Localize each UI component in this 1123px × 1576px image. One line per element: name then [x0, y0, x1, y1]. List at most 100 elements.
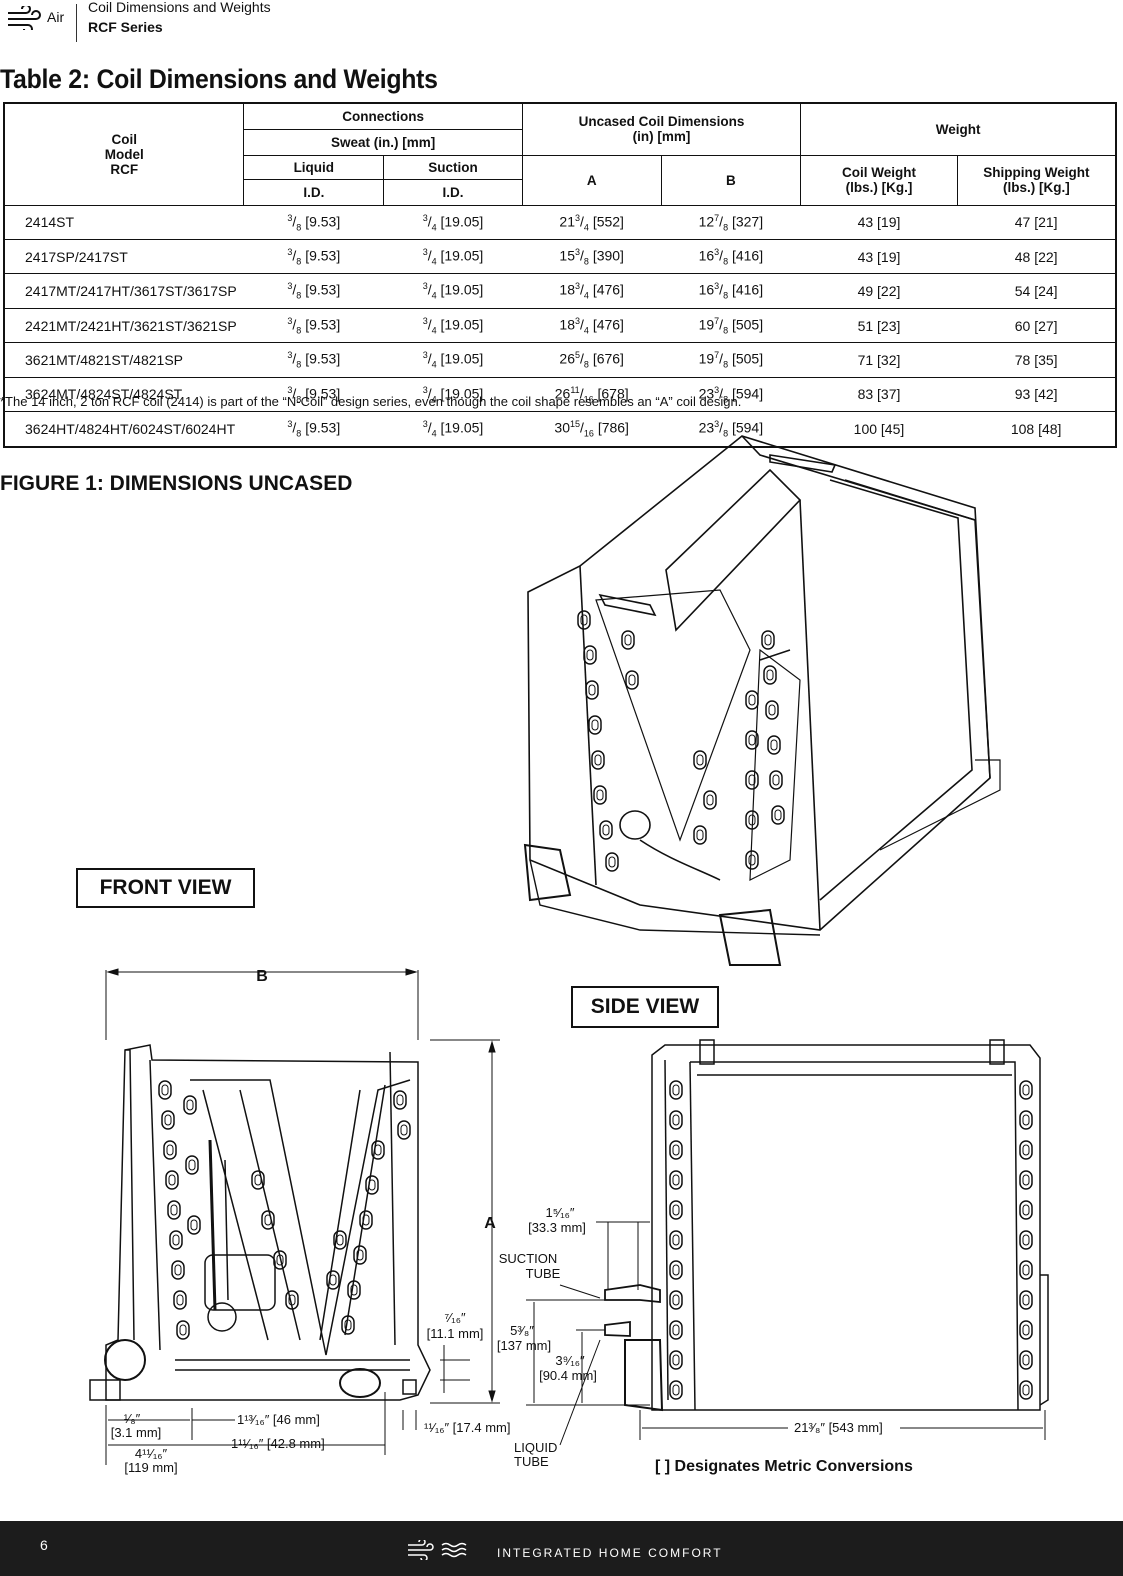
model-cell: 3624MT/4824ST/4824ST: [4, 376, 244, 413]
shipping-weight-cell: 108 [48]: [957, 411, 1116, 448]
figure-title: FIGURE 1: DIMENSIONS UNCASED: [0, 472, 353, 495]
a-cell: 213/4 [552]: [522, 204, 662, 240]
b-cell: 233/8 [594]: [661, 411, 801, 448]
suction-cell: 3/4 [19.05]: [383, 273, 523, 309]
dimension-lines: [105, 968, 1046, 1465]
side-view-label: SIDE VIEW: [571, 986, 719, 1028]
shipping-weight-cell: 54 [24]: [957, 273, 1116, 309]
liquid-cell: 3/8 [9.53]: [243, 376, 384, 413]
liquid-cell: 3/8 [9.53]: [243, 411, 384, 448]
coil-weight-cell: 100 [45]: [800, 411, 958, 448]
table-footnote: *The 14 inch, 2 ton RCF coil (2414) is p…: [0, 394, 742, 409]
a-cell: 183/4 [476]: [522, 307, 662, 344]
coil-weight-cell: 51 [23]: [800, 307, 958, 344]
liquid-tube-label-1: LIQUID: [514, 1440, 557, 1455]
suction-cell: 3/4 [19.05]: [383, 411, 523, 448]
coil-weight-cell: 83 [37]: [800, 376, 958, 413]
b-cell: 127/8 [327]: [661, 204, 801, 240]
dim-a-label: A: [484, 1215, 496, 1232]
dim-4-11-16: 4¹¹⁄₁₆″: [135, 1446, 168, 1461]
page-number: 6: [40, 1537, 48, 1553]
dim-5-3-8-mm: [137 mm]: [497, 1338, 551, 1353]
liquid-cell: 3/8 [9.53]: [243, 238, 384, 275]
suction-cell: 3/4 [19.05]: [383, 204, 523, 240]
a-cell: 183/4 [476]: [522, 273, 662, 309]
dim-3-9-16: 3⁹⁄₁₆″: [555, 1353, 585, 1368]
shipping-weight-cell: 60 [27]: [957, 307, 1116, 344]
dim-3-9-16-mm: [90.4 mm]: [539, 1368, 597, 1383]
dim-b-label: B: [256, 968, 268, 985]
isometric-coil-illustration: [523, 435, 1001, 966]
coil-weight-cell: 43 [19]: [800, 238, 958, 275]
dim-7-16-mm: [11.1 mm]: [427, 1326, 484, 1341]
header-title: Coil Dimensions and Weights: [88, 0, 271, 15]
page-header: Air Coil Dimensions and Weights RCF Seri…: [0, 0, 1123, 48]
coil-dimensions-table: Coil Model RCF Connections Uncased Coil …: [3, 102, 1117, 448]
dim-1-13-16: 1¹³⁄₁₆″ [46 mm]: [237, 1412, 320, 1427]
dim-21-3-8: 21³⁄₈″ [543 mm]: [794, 1420, 883, 1435]
header-subtitle: RCF Series: [88, 19, 163, 35]
b-cell: 233/8 [594]: [661, 376, 801, 413]
liquid-cell: 3/8 [9.53]: [243, 342, 384, 378]
dim-1-8-mm: [3.1 mm]: [111, 1425, 162, 1440]
suction-tube-label-1: SUCTION: [499, 1251, 558, 1266]
shipping-weight-cell: 78 [35]: [957, 342, 1116, 378]
dim-1-8: ¹⁄₈″: [124, 1411, 141, 1426]
connections-header: Connections: [243, 102, 523, 130]
b-header: B: [660, 154, 802, 206]
liquid-cell: 3/8 [9.53]: [243, 307, 384, 344]
table-title: Table 2: Coil Dimensions and Weights: [0, 64, 438, 94]
coil-weight-cell: 71 [32]: [800, 342, 958, 378]
shipping-weight-cell: 93 [42]: [957, 376, 1116, 413]
shipping-weight-cell: 47 [21]: [957, 204, 1116, 240]
model-cell: 3624HT/4824HT/6024ST/6024HT: [4, 411, 244, 448]
a-cell: 3015/16 [786]: [522, 411, 662, 448]
model-cell: 2421MT/2421HT/3621ST/3621SP: [4, 307, 244, 344]
suction-cell: 3/4 [19.05]: [383, 342, 523, 378]
suction-cell: 3/4 [19.05]: [383, 307, 523, 344]
dim-15-16: 1⁵⁄₁₆″: [545, 1205, 574, 1220]
dim-7-16: ⁷⁄₁₆″: [444, 1310, 466, 1325]
shipping-weight-cell: 48 [22]: [957, 238, 1116, 275]
side-view-drawing: [604, 1039, 1049, 1412]
liquid-tube-label-2: TUBE: [514, 1454, 549, 1469]
dimension-labels: B A 1⁵⁄₁₆″ [33.3 mm] SUCTION TUBE ⁷⁄₁₆″ …: [111, 968, 883, 1475]
b-cell: 163/8 [416]: [661, 273, 801, 309]
a-cell: 265/8 [676]: [522, 342, 662, 378]
dim-5-3-8: 5³⁄₈″: [510, 1323, 534, 1338]
uncased-header: Uncased Coil Dimensions (in) [mm]: [521, 102, 802, 156]
b-cell: 197/8 [505]: [661, 307, 801, 344]
isometric-coil-bends: [577, 610, 785, 872]
b-cell: 163/8 [416]: [661, 238, 801, 275]
coil-weight-header: Coil Weight (lbs.) [Kg.]: [800, 154, 958, 206]
liquid-cell: 3/8 [9.53]: [243, 273, 384, 309]
coil-weight-cell: 43 [19]: [800, 204, 958, 240]
section-label: Air: [47, 9, 65, 25]
sweat-header: Sweat (in.) [mm]: [243, 128, 523, 156]
dim-15-16-mm: [33.3 mm]: [528, 1220, 586, 1235]
a-cell: 153/8 [390]: [522, 238, 662, 275]
suction-tube-label-2: TUBE: [526, 1266, 561, 1281]
coil-weight-cell: 49 [22]: [800, 273, 958, 309]
dim-4-11-16-mm: [119 mm]: [124, 1460, 177, 1475]
weight-header: Weight: [800, 102, 1117, 156]
a-cell: 2611/16 [678]: [522, 376, 662, 413]
model-cell: 2417SP/2417ST: [4, 238, 244, 275]
dim-11-16: ¹¹⁄₁₆″ [17.4 mm]: [424, 1420, 510, 1435]
front-view-label: FRONT VIEW: [76, 868, 255, 908]
footer-brand: INTEGRATED HOME COMFORT: [497, 1546, 723, 1560]
brand-icons: [408, 1540, 467, 1560]
model-cell: 2417MT/2417HT/3617ST/3617SP: [4, 273, 244, 309]
suction-cell: 3/4 [19.05]: [383, 238, 523, 275]
side-view-bends: [669, 1080, 1033, 1400]
liquid-cell: 3/8 [9.53]: [243, 204, 384, 240]
metric-note: [ ] Designates Metric Conversions: [655, 1458, 913, 1475]
